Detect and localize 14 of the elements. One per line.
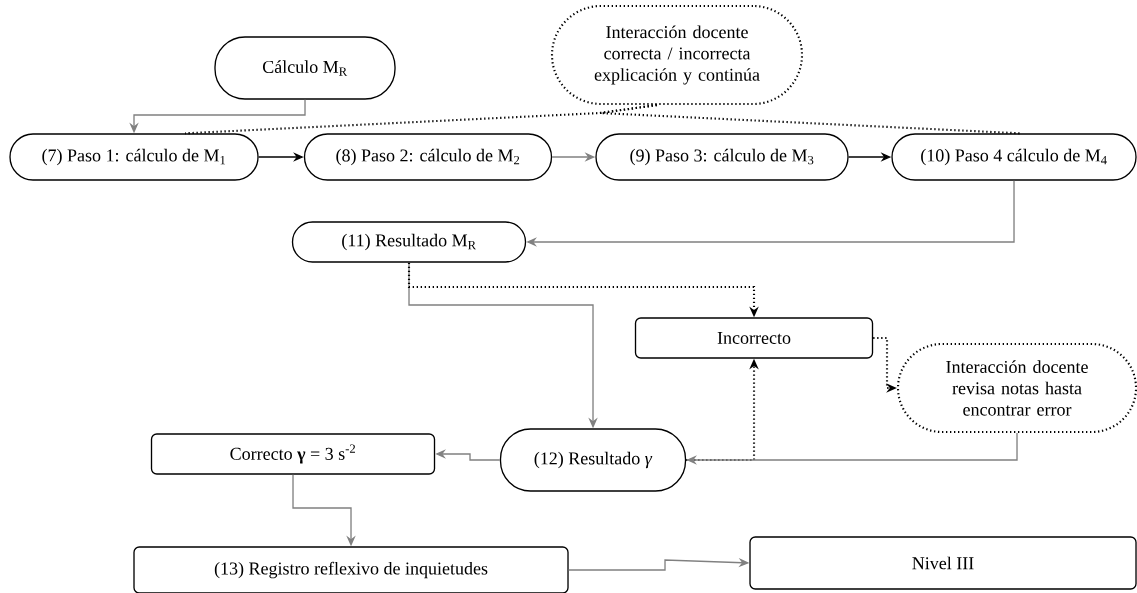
process-box: (7) Paso 1: cálculo de M$_{1}$ bbox=[9, 133, 259, 181]
note-bubble: Interacción docente correcta / incorrecta explicación y continúa bbox=[550, 4, 804, 106]
process-box: Cálculo M$_{R}$ bbox=[214, 36, 396, 100]
process-box: Nivel III bbox=[749, 536, 1137, 590]
process-box: (9) Paso 3: cálculo de M$_{3}$ bbox=[595, 133, 849, 181]
process-box: (13) Registro reflexivo de inquietudes bbox=[133, 546, 569, 593]
process-box: Correcto γ = 3 s$^{-2}$ bbox=[150, 433, 436, 475]
note-bubble: Interacción docente revisa notas hasta encontrar error bbox=[896, 342, 1137, 434]
connector-line bbox=[598, 104, 1021, 135]
process-box: (10) Paso 4 cálculo de M$_{4}$ bbox=[891, 133, 1137, 181]
process-box: Incorrecto bbox=[634, 317, 874, 359]
process-box: (8) Paso 2: cálculo de M$_{2}$ bbox=[303, 133, 553, 181]
process-box: (12) Resultado γ bbox=[499, 428, 687, 492]
process-box: (11) Resultado M$_{R}$ bbox=[291, 221, 527, 263]
